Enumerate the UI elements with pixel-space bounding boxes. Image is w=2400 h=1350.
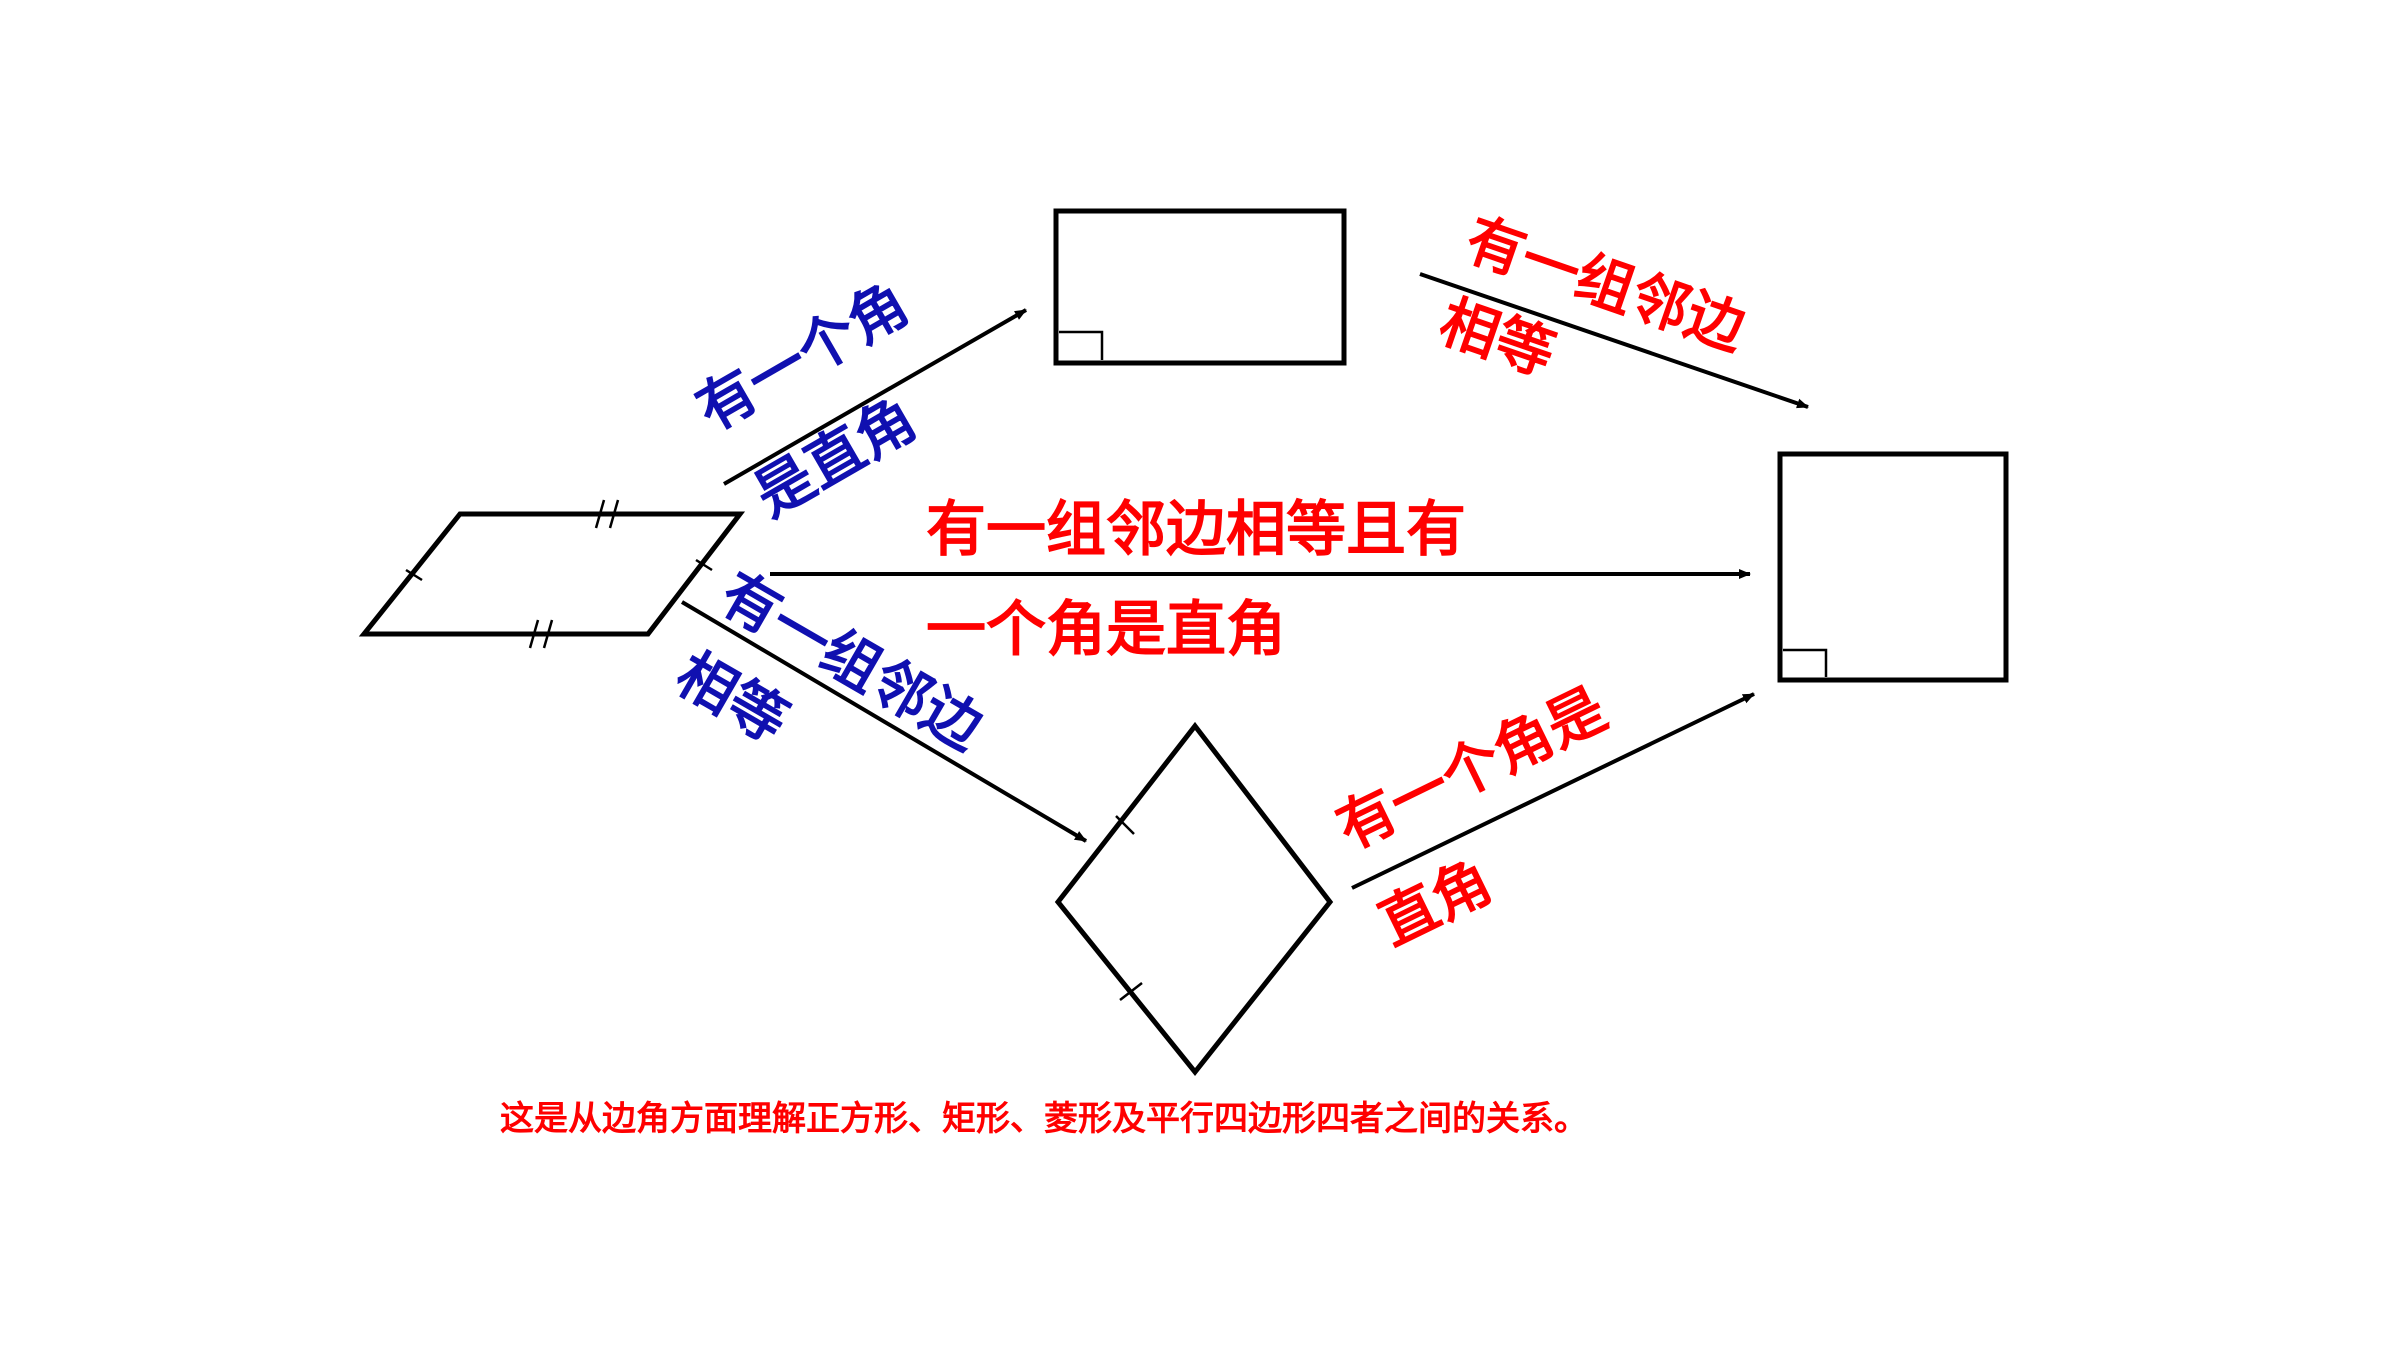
square-right-angle-mark (1783, 648, 1828, 677)
parallelogram-tick-right (695, 558, 713, 572)
arrow-rhombus-to-square (1351, 692, 1755, 890)
parallelogram-double-tick-bottom-2 (542, 619, 554, 649)
rectangle-right-angle-mark (1059, 330, 1104, 360)
parallelogram-shape (358, 499, 746, 649)
rhombus-tick-top (1115, 815, 1135, 835)
arrow-parallelogram-to-rhombus (680, 600, 1088, 843)
label-bottom-right-line2: 直角 (1368, 847, 1502, 959)
rhombus-shape (1054, 721, 1334, 1077)
parallelogram-double-tick-top-2 (608, 499, 620, 529)
rhombus-tick-bottom (1119, 982, 1143, 1001)
parallelogram-double-tick-bottom-1 (528, 619, 540, 649)
arrow-parallelogram-to-rectangle (723, 308, 1027, 486)
parallelogram-tick-left (405, 568, 423, 582)
label-bottom-right-line1: 有一个角是 (1326, 674, 1616, 862)
arrow-rectangle-to-square (1419, 272, 1809, 409)
label-middle-line1: 有一组邻边相等且有 (926, 495, 1466, 565)
label-middle-line2: 一个角是直角 (926, 595, 1286, 665)
label-top-right-line2: 相等 (1431, 287, 1563, 389)
rectangle-shape (1053, 208, 1347, 366)
parallelogram-double-tick-top-1 (594, 499, 606, 529)
square-shape (1777, 451, 2009, 683)
caption: 这是从边角方面理解正方形、矩形、菱形及平行四边形四者之间的关系。 (500, 1099, 1588, 1139)
